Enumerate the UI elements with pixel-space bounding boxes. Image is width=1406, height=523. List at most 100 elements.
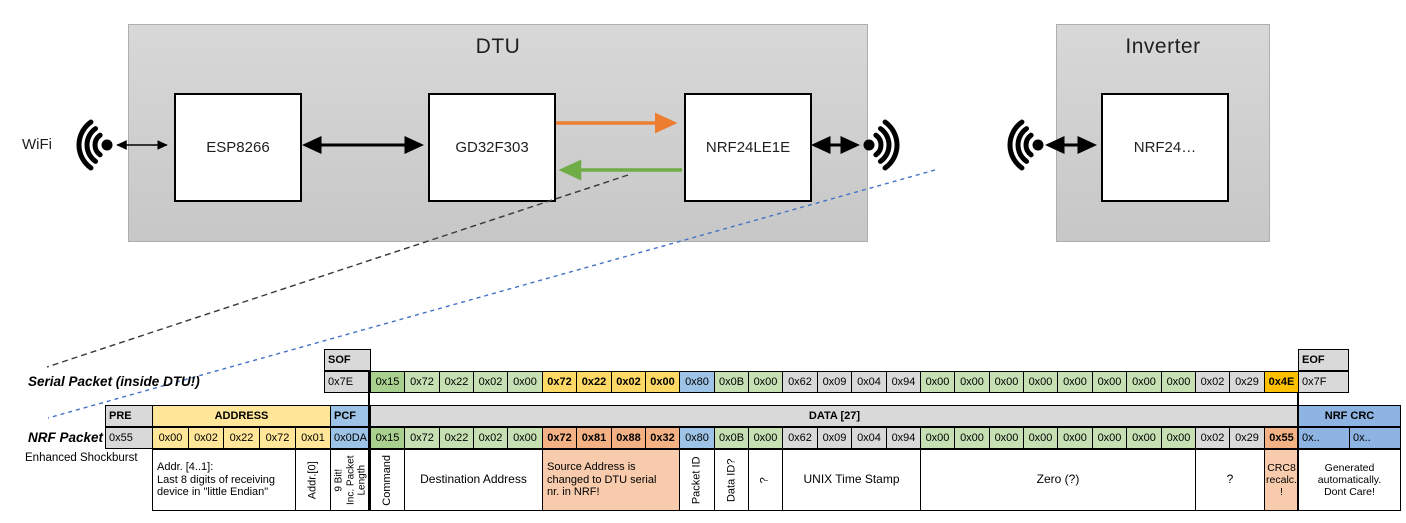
serial-byte-cell: 0x22 xyxy=(576,371,612,393)
nrf-byte-cell: 0x09 xyxy=(817,427,852,449)
nrf-byte-cell: 0x0B xyxy=(714,427,749,449)
address-byte-cell: 0x22 xyxy=(223,427,260,449)
nrf-byte-cell: 0x00 xyxy=(1023,427,1058,449)
annotation-addr0: Addr.[0] xyxy=(295,449,331,511)
table-connector-right xyxy=(1297,393,1299,511)
address-byte-cell: 0x72 xyxy=(259,427,296,449)
nrf-byte-cell: 0x00 xyxy=(507,427,543,449)
serial-byte-cell: 0x0B xyxy=(714,371,749,393)
nrf-byte-cell: 0x00 xyxy=(1092,427,1127,449)
nrf-byte-cell: 0x29 xyxy=(1229,427,1265,449)
nrf-byte-cell: 0x00 xyxy=(920,427,955,449)
dtu-title: DTU xyxy=(475,35,521,58)
serial-byte-cell: 0x00 xyxy=(1092,371,1127,393)
serial-byte-cell: 0x00 xyxy=(1161,371,1196,393)
serial-byte-cell: 0x00 xyxy=(1057,371,1093,393)
serial-byte-cell: 0x72 xyxy=(542,371,577,393)
annotation-packet-id: Packet ID xyxy=(679,449,715,511)
eof-value-cell: 0x7F xyxy=(1298,371,1349,393)
serial-byte-cell: 0x00 xyxy=(507,371,543,393)
serial-byte-cell: 0x00 xyxy=(1126,371,1162,393)
serial-byte-cell: 0x00 xyxy=(645,371,680,393)
annotation-data-id: Data ID? xyxy=(714,449,749,511)
serial-byte-cell: 0x04 xyxy=(851,371,887,393)
serial-byte-cell: 0x00 xyxy=(748,371,783,393)
serial-byte-cell: 0x00 xyxy=(920,371,955,393)
nrf-crc-value-cell: 0x.. xyxy=(1298,427,1350,449)
annotation-crc-generated: Generated automatically. Dont Care! xyxy=(1298,449,1401,511)
pcf-header-cell: PCF xyxy=(330,405,371,427)
nrf-byte-cell: 0x04 xyxy=(851,427,887,449)
serial-byte-cell: 0x02 xyxy=(611,371,646,393)
address-byte-cell: 0x00 xyxy=(152,427,189,449)
serial-byte-cell: 0x29 xyxy=(1229,371,1265,393)
nrf-byte-cell: 0x72 xyxy=(542,427,577,449)
leader-nrf-packet-dashed xyxy=(47,169,936,419)
nrf-crc-value-cell: 0x.. xyxy=(1349,427,1401,449)
nrf-byte-cell: 0x80 xyxy=(679,427,715,449)
nrf-byte-cell: 0x32 xyxy=(645,427,680,449)
dtu-antenna-icon xyxy=(863,119,900,171)
annotation-crc8-recalc: CRC8 recalc. ! xyxy=(1264,449,1299,511)
nrf-byte-cell: 0x88 xyxy=(611,427,646,449)
nrf-crc-header-cell: NRF CRC xyxy=(1298,405,1401,427)
nrf-byte-cell: 0x02 xyxy=(473,427,508,449)
serial-packet-label: Serial Packet (inside DTU!) xyxy=(28,374,200,389)
serial-byte-cell: 0x4E xyxy=(1264,371,1299,393)
sof-header-cell: SOF xyxy=(324,349,371,371)
component-nrf24le1e: NRF24LE1E xyxy=(684,93,812,202)
address-byte-cell: 0x01 xyxy=(295,427,331,449)
pcf-value-cell: 0x0DA xyxy=(330,427,371,449)
nrf-byte-cell: 0x94 xyxy=(886,427,921,449)
serial-byte-cell: 0x22 xyxy=(439,371,474,393)
nrf-packet-label: NRF Packet xyxy=(28,430,104,445)
address-header-cell: ADDRESS xyxy=(152,405,331,427)
serial-byte-cell: 0x62 xyxy=(782,371,818,393)
eof-header-cell: EOF xyxy=(1298,349,1349,371)
nrf-byte-cell: 0x81 xyxy=(576,427,612,449)
address-byte-cell: 0x02 xyxy=(188,427,224,449)
nrf-byte-cell: 0x02 xyxy=(1195,427,1230,449)
sof-value-cell: 0x7E xyxy=(324,371,371,393)
nrf-byte-cell: 0x00 xyxy=(748,427,783,449)
nrf-byte-cell: 0x22 xyxy=(439,427,474,449)
leader-serial-packet-dashed xyxy=(46,174,629,368)
data-header-cell: DATA [27] xyxy=(370,405,1299,427)
inverter-antenna-icon xyxy=(1007,119,1044,171)
annotation-command: Command xyxy=(370,449,405,511)
table-connector-left xyxy=(368,371,370,511)
nrf-byte-cell: 0x00 xyxy=(954,427,990,449)
nrf-byte-cell: 0x00 xyxy=(1161,427,1196,449)
annotation-zero: Zero (?) xyxy=(920,449,1196,511)
serial-byte-cell: 0x02 xyxy=(473,371,508,393)
annotation-pcf-length: 9 Bit! Inc. Packet Length xyxy=(330,449,371,511)
component-esp8266: ESP8266 xyxy=(174,93,302,202)
serial-byte-cell: 0x72 xyxy=(404,371,440,393)
annotation-destination-address: Destination Address xyxy=(404,449,543,511)
serial-byte-cell: 0x00 xyxy=(954,371,990,393)
component-inverter-nrf24: NRF24… xyxy=(1101,93,1229,202)
nrf-byte-cell: 0x00 xyxy=(989,427,1024,449)
annotation-source-address: Source Address is changed to DTU serial … xyxy=(542,449,680,511)
wifi-label: WiFi xyxy=(22,136,52,153)
serial-byte-cell: 0x80 xyxy=(679,371,715,393)
nrf-byte-cell: 0x62 xyxy=(782,427,818,449)
annotation-address: Addr. [4..1]: Last 8 digits of receiving… xyxy=(152,449,296,511)
pre-value-cell: 0x55 xyxy=(105,427,153,449)
inverter-title: Inverter xyxy=(1125,35,1201,58)
nrf-byte-cell: 0x00 xyxy=(1126,427,1162,449)
serial-byte-cell: 0x15 xyxy=(370,371,405,393)
nrf-byte-cell: 0x15 xyxy=(370,427,405,449)
serial-byte-cell: 0x09 xyxy=(817,371,852,393)
nrf-byte-cell: 0x55 xyxy=(1264,427,1299,449)
component-gd32f303: GD32F303 xyxy=(428,93,556,202)
serial-byte-cell: 0x00 xyxy=(1023,371,1058,393)
serial-byte-cell: 0x00 xyxy=(989,371,1024,393)
inverter-group: Inverter xyxy=(1056,24,1270,242)
serial-byte-cell: 0x94 xyxy=(886,371,921,393)
serial-byte-cell: 0x02 xyxy=(1195,371,1230,393)
annotation-unknown-1: ? xyxy=(748,449,783,511)
